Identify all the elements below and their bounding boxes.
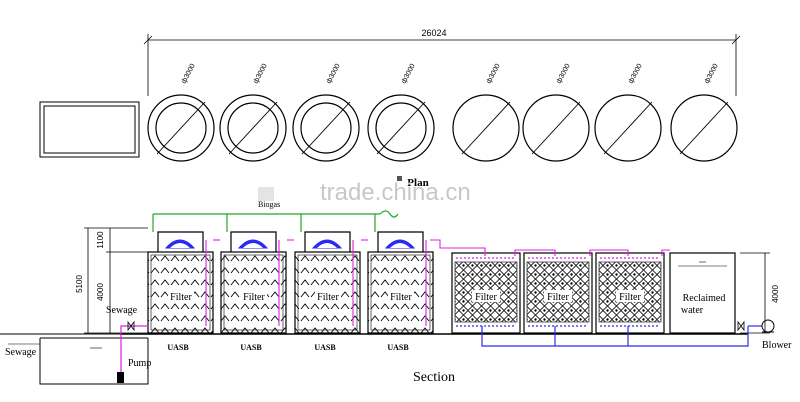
uasb-label: UASB (314, 343, 336, 352)
height-dimensions (84, 227, 148, 334)
plan-tank: ф3000 (670, 63, 738, 162)
bio-filters: Filter Filter Filter (451, 252, 665, 334)
tank-diameter-label: ф3000 (401, 63, 417, 85)
bio-filter: Filter (595, 252, 665, 334)
plan-sump-rect-inner (43, 105, 136, 154)
blower-label: Blower (762, 340, 792, 351)
section-view: Biogas 1100 5100 4000 FilterUASBFilterUA… (0, 200, 792, 385)
plan-tank: ф3000 (147, 63, 215, 162)
tank-diameter-label: ф3000 (556, 63, 572, 85)
dim-4000-right: 4000 (771, 285, 780, 303)
sewage-pit (39, 337, 149, 385)
air-pipe (481, 325, 762, 347)
blower-icon (761, 319, 775, 333)
section-title: Section (413, 370, 455, 385)
tank-diameter-label: ф3000 (181, 63, 197, 85)
overall-dimension-label: 26024 (421, 28, 446, 38)
dim-1100: 1100 (96, 231, 105, 249)
bio-filter-label: Filter (547, 292, 569, 303)
uasb-label: UASB (240, 343, 262, 352)
biogas-pipe (152, 210, 399, 232)
bio-filter-label: Filter (475, 292, 497, 303)
uasb-label: UASB (167, 343, 189, 352)
reclaimed-label-line1: Reclaimed (683, 293, 726, 304)
watermark-smudge-2 (397, 176, 402, 181)
plan-tank: ф3000 (452, 63, 520, 162)
reclaimed-water-tank (669, 252, 736, 334)
sewage-label-lower: Sewage (5, 347, 37, 358)
uasb-filter-label: Filter (170, 292, 192, 303)
dim-4000-left: 4000 (96, 283, 105, 301)
tank-diameter-label: ф3000 (704, 63, 720, 85)
bio-filter: Filter (451, 252, 521, 334)
bio-filter-label: Filter (619, 292, 641, 303)
plan-label: Plan (407, 177, 428, 189)
plan-tank: ф3000 (594, 63, 662, 162)
overall-dimension-line (143, 34, 741, 96)
tank-diameter-label: ф3000 (326, 63, 342, 85)
pump-label: Pump (128, 358, 151, 369)
plan-tanks: ф3000 ф3000 ф3000 ф3000 ф3000 ф3000 ф3000 ф3000 (147, 63, 738, 162)
valve-icon (127, 320, 135, 332)
reclaimed-label-line2: water (681, 305, 704, 316)
tank-diameter-label: ф3000 (628, 63, 644, 85)
plan-tank: ф3000 (367, 63, 435, 162)
transfer-pipes (213, 239, 670, 256)
sewage-pipe (120, 325, 148, 372)
dim-5100: 5100 (75, 275, 84, 293)
pump (117, 372, 124, 383)
watermark: trade.china.cn (320, 179, 471, 206)
uasb-filter-label: Filter (243, 292, 265, 303)
valve-icon-right (737, 320, 745, 332)
plan-tank: ф3000 (292, 63, 360, 162)
sewage-label-upper: Sewage (106, 305, 138, 316)
uasb-filter-label: Filter (317, 292, 339, 303)
biogas-label: Biogas (258, 200, 280, 209)
bio-filter: Filter (523, 252, 593, 334)
uasb-label: UASB (387, 343, 409, 352)
uasb-filter-label: Filter (390, 292, 412, 303)
tank-diameter-label: ф3000 (486, 63, 502, 85)
plan-tank: ф3000 (219, 63, 287, 162)
plan-sump-rect (39, 101, 140, 158)
tank-diameter-label: ф3000 (253, 63, 269, 85)
right-dimension (740, 252, 770, 334)
plan-tank: ф3000 (522, 63, 590, 162)
watermark-smudge (258, 187, 274, 201)
